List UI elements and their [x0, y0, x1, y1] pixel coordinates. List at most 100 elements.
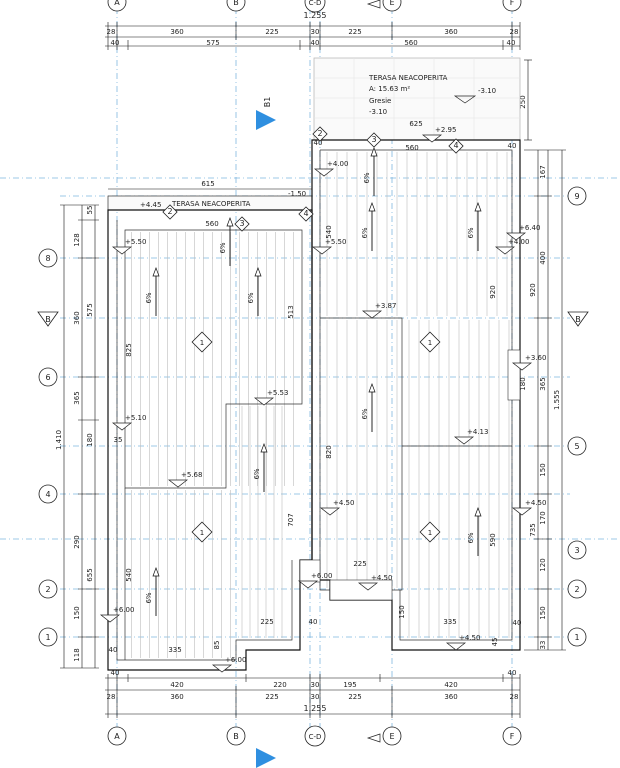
slope-arrow: 6% — [253, 443, 268, 492]
dim-bot-r2-1: 360 — [170, 693, 183, 701]
svg-text:8: 8 — [45, 254, 50, 263]
roof-hatching — [131, 152, 510, 658]
dim-825: 825 — [125, 343, 133, 356]
dim-560-left: 560 — [205, 220, 218, 228]
level-mark: +5.68 — [167, 471, 202, 488]
roof-outline — [107, 139, 521, 671]
inner-dimensions: 560 625 560 825 540 513 920 820 707 590 … — [109, 120, 522, 654]
dim-top-r2-3: 560 — [404, 39, 417, 47]
dim-right-2: 365 — [539, 377, 547, 390]
level-mark-label: +4.00 — [327, 160, 348, 168]
slope-arrow: 6% — [219, 217, 234, 266]
dim-bot-r1-2: 220 — [273, 681, 286, 689]
terrace-top-finish: Gresie — [369, 97, 391, 105]
level-mark: +6.40 — [505, 224, 540, 241]
level-mark: +4.50 — [319, 499, 354, 516]
level-mark-label: +5.68 — [181, 471, 202, 479]
grid-row-3-right: 3 — [567, 540, 587, 560]
dim-707: 707 — [287, 513, 295, 526]
slope-label: 6% — [361, 408, 369, 419]
column-bubbles-top: A B C-D E F — [107, 0, 522, 13]
slope-arrow: 6% — [145, 567, 160, 616]
dim-left-0: 55 — [86, 206, 94, 215]
dim-bot-total: 1.255 — [304, 704, 327, 713]
svg-text:B: B — [575, 315, 581, 324]
slope-label: 6% — [363, 172, 371, 183]
grid-row-9-right: 9 — [567, 186, 587, 206]
dim-left-mid-0: 575 — [86, 303, 94, 316]
level-mark: +4.50 — [511, 499, 546, 516]
grid-col-e-bottom: E — [382, 726, 402, 746]
dim-top-r1-0: 28 — [107, 28, 116, 36]
dim-right-7: 33 — [539, 641, 547, 650]
level-mark-label: +4.50 — [459, 634, 480, 642]
level-mark: +4.50 — [357, 574, 392, 591]
grid-col-f-bottom: F — [502, 726, 522, 746]
slope-arrow: 6% — [145, 267, 160, 316]
slope-label: 6% — [361, 227, 369, 238]
level-mark: +3.87 — [361, 302, 396, 319]
terrace-top-title: TERASA NEACOPERITA — [368, 74, 448, 82]
dim-820: 820 — [325, 445, 333, 458]
grid-row-1-right: 1 — [567, 627, 587, 647]
dim-bot-r2-3: 30 — [311, 693, 320, 701]
terrace-left: TERASA NEACOPERITA +4.45 -1.50 615 — [107, 180, 313, 211]
level-mark: +4.13 — [453, 428, 488, 445]
dim-540-bottom: 540 — [125, 568, 133, 581]
slope-label: 6% — [253, 468, 261, 479]
dim-top-r2-2: 40 — [311, 39, 320, 47]
svg-text:5: 5 — [574, 442, 579, 451]
level-mark-label: +4.13 — [467, 428, 488, 436]
zone-mark-3: 3 — [234, 216, 250, 232]
dim-left-5: 290 — [73, 535, 81, 548]
level-marks: +2.95+4.00+4.00+5.50+5.50+3.87+3.60+5.53… — [99, 126, 546, 673]
dimension-chain-left: 55 128 360 365 180 290 150 118 575 655 1… — [55, 204, 99, 669]
grid-col-cd-bottom: C-D — [304, 725, 326, 747]
dim-right-0: 167 — [539, 165, 547, 178]
grid-col-f-top: F — [502, 0, 522, 12]
svg-text:F: F — [510, 0, 515, 7]
column-bubbles-bottom: A B C-D E F — [107, 725, 522, 747]
dim-bot-r2-6: 28 — [510, 693, 519, 701]
svg-text:E: E — [389, 0, 394, 7]
slope-label: 6% — [247, 292, 255, 303]
section-arrow-b1-top: B1 — [256, 97, 276, 130]
dim-bot-r1-1: 420 — [170, 681, 183, 689]
dim-bot-r1-6: 40 — [508, 669, 517, 677]
grid-row-1-left: 1 — [38, 627, 58, 647]
terrace-top-level: -3.10 — [369, 108, 387, 116]
svg-text:B: B — [233, 0, 239, 7]
slope-arrow: 6% — [361, 202, 376, 251]
svg-text:9: 9 — [574, 192, 579, 201]
grid-row-5-right: 5 — [567, 436, 587, 456]
svg-text:1: 1 — [428, 339, 432, 347]
dim-625: 625 — [409, 120, 422, 128]
section-arrow-e-top — [366, 0, 381, 9]
svg-text:C-D: C-D — [309, 0, 322, 7]
slope-label: 6% — [467, 227, 475, 238]
zone-mark-left-bottom: 1 — [191, 521, 213, 543]
slope-label: 6% — [145, 292, 153, 303]
slope-arrow: 6% — [247, 267, 262, 316]
svg-text:A: A — [114, 732, 120, 741]
dim-top-total: 1.255 — [304, 11, 327, 20]
level-mark-label: +4.00 — [508, 238, 529, 246]
dim-left-7: 118 — [73, 648, 81, 661]
dim-top-r1-2: 225 — [265, 28, 278, 36]
level-mark: +6.00 — [297, 572, 332, 589]
section-arrow-e-bottom — [366, 733, 381, 743]
svg-text:1: 1 — [45, 633, 50, 642]
terrace-top-level-mark: -3.10 — [478, 87, 496, 95]
level-mark: +4.00 — [494, 238, 529, 255]
grid-row-6-left: 6 — [38, 367, 58, 387]
dim-top-r2-4: 40 — [507, 39, 516, 47]
level-mark-label: +6.00 — [225, 656, 246, 664]
svg-text:1: 1 — [428, 529, 432, 537]
dim-590: 590 — [489, 533, 497, 546]
section-arrow-b1-bottom — [256, 748, 276, 768]
terrace-left-level-right: -1.50 — [288, 190, 306, 198]
dim-left-4: 180 — [86, 433, 94, 446]
dim-bot-r2-2: 225 — [265, 693, 278, 701]
dim-40-a: 40 — [109, 646, 118, 654]
section-marker-right-b: B — [567, 311, 589, 327]
